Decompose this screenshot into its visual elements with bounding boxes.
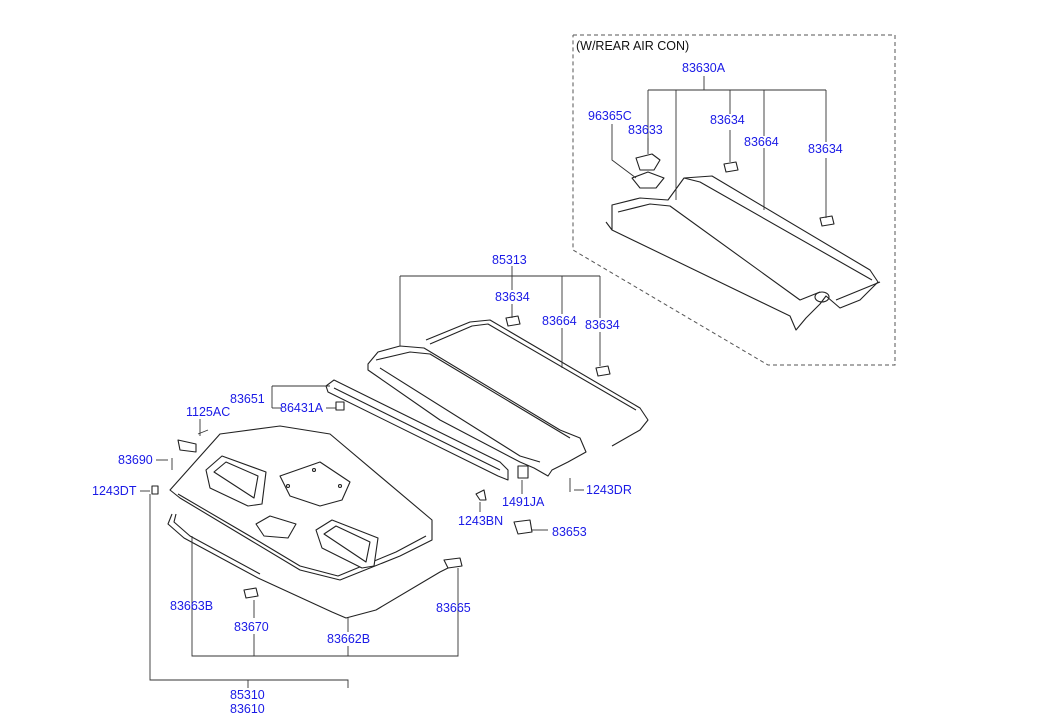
label-83665: 83665 xyxy=(436,601,471,615)
label-86431A: 86431A xyxy=(280,401,324,415)
label-83634-d: 83634 xyxy=(585,318,620,332)
label-83662B: 83662B xyxy=(327,632,370,646)
label-1243DR: 1243DR xyxy=(586,483,632,497)
fastener-86431A xyxy=(335,401,345,411)
label-1491JA: 1491JA xyxy=(502,495,545,509)
trim-strip-83651 xyxy=(325,379,509,481)
label-83630A: 83630A xyxy=(682,61,726,75)
package-tray-85313 xyxy=(367,315,649,477)
label-83633: 83633 xyxy=(628,123,663,137)
label-1243DT: 1243DT xyxy=(92,484,137,498)
label-83651: 83651 xyxy=(230,392,265,406)
label-85310: 85310 xyxy=(230,688,265,702)
rear-air-con-box: (W/REAR AIR CON) xyxy=(572,34,896,366)
label-96365C: 96365C xyxy=(588,109,632,123)
box-title: (W/REAR AIR CON) xyxy=(576,39,689,53)
label-83690: 83690 xyxy=(118,453,153,467)
label-1125AC: 1125AC xyxy=(186,405,230,419)
box-leaders xyxy=(611,76,827,218)
air-con-package-tray xyxy=(605,153,881,331)
bottom-leaders xyxy=(149,494,459,688)
label-83653: 83653 xyxy=(552,525,587,539)
label-83634-b: 83634 xyxy=(808,142,843,156)
label-83610: 83610 xyxy=(230,702,265,716)
label-85313: 85313 xyxy=(492,253,527,267)
wire-frame xyxy=(167,513,463,619)
middle-leaders xyxy=(399,266,601,368)
label-83664-a: 83664 xyxy=(744,135,779,149)
label-83663B: 83663B xyxy=(170,599,213,613)
package-tray-main xyxy=(169,425,433,581)
label-83634-c: 83634 xyxy=(495,290,530,304)
label-83634-a: 83634 xyxy=(710,113,745,127)
label-83670: 83670 xyxy=(234,620,269,634)
label-1243BN: 1243BN xyxy=(458,514,503,528)
label-83664-b: 83664 xyxy=(542,314,577,328)
